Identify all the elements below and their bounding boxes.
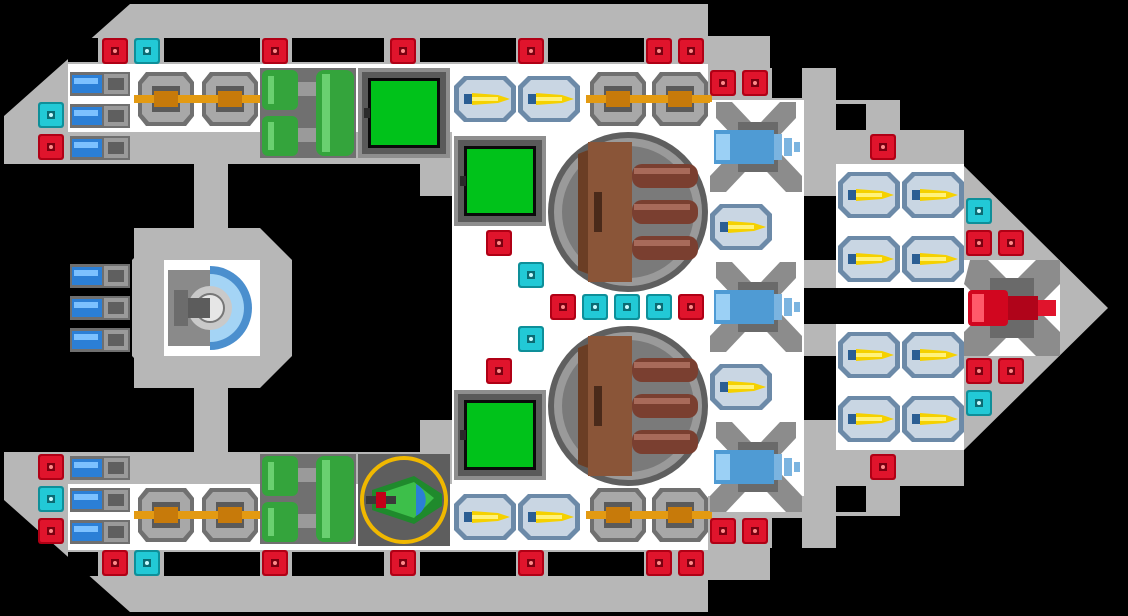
red-power-block-icon: [486, 358, 512, 384]
blue-coil-turret-icon: [710, 262, 802, 352]
torpedo-launcher-icon: [548, 132, 708, 292]
thruster-icon: [70, 296, 130, 320]
thruster-icon: [70, 72, 130, 96]
yellow-laser-turret-icon: [518, 494, 580, 540]
yellow-laser-turret-icon: [838, 236, 900, 282]
yellow-laser-turret-icon: [902, 396, 964, 442]
red-power-block-icon: [998, 230, 1024, 256]
thruster-icon: [70, 264, 130, 288]
thruster-icon: [70, 488, 130, 512]
thrusters: [70, 72, 130, 544]
orange-autocannon-icon: [198, 72, 262, 126]
yellow-laser-turret-icon: [902, 332, 964, 378]
red-power-block-icon: [966, 358, 992, 384]
cyan-power-block-icon: [966, 390, 992, 416]
red-power-block-icon: [102, 550, 128, 576]
red-power-block-icon: [102, 38, 128, 64]
red-power-block-icon: [742, 518, 768, 544]
red-power-block-icon: [262, 550, 288, 576]
yellow-laser-turret-icon: [454, 494, 516, 540]
red-power-block-icon: [678, 38, 704, 64]
thruster-icon: [70, 328, 130, 352]
fighter-bay-icon: [356, 452, 452, 548]
cyan-power-block-icon: [614, 294, 640, 320]
thruster-icon: [70, 104, 130, 128]
red-power-block-icon: [678, 294, 704, 320]
green-screen-panel-icon: [358, 68, 450, 158]
orange-autocannon-icon: [198, 488, 262, 542]
torpedo-launcher-icon: [548, 326, 708, 486]
cyan-power-block-icon: [518, 262, 544, 288]
yellow-laser-turret-icon: [710, 364, 772, 410]
orange-autocannon-icon: [586, 488, 650, 542]
cyan-power-block-icon: [134, 38, 160, 64]
red-power-block-icon: [262, 38, 288, 64]
thruster-icon: [70, 136, 130, 160]
thruster-icon: [70, 520, 130, 544]
cyan-power-block-icon: [134, 550, 160, 576]
command-module-icon: [163, 259, 261, 357]
yellow-laser-turret-icon: [902, 236, 964, 282]
red-power-block-icon: [38, 518, 64, 544]
cyan-power-block-icon: [38, 102, 64, 128]
yellow-laser-turret-icon: [838, 396, 900, 442]
red-power-block-icon: [518, 550, 544, 576]
cyan-power-block-icon: [646, 294, 672, 320]
green-reactor-tank-icon: [260, 68, 356, 158]
red-power-block-icon: [646, 550, 672, 576]
green-screen-panel-icon: [454, 136, 546, 226]
yellow-laser-turret-icon: [838, 332, 900, 378]
yellow-laser-turret-icon: [838, 172, 900, 218]
blue-coil-turret-icon: [710, 102, 802, 192]
yellow-laser-turret-icon: [454, 76, 516, 122]
red-power-block-icon: [38, 454, 64, 480]
orange-autocannon-icon: [134, 72, 198, 126]
red-power-block-icon: [390, 38, 416, 64]
thruster-icon: [70, 456, 130, 480]
red-power-block-icon: [518, 38, 544, 64]
hull-strut-upper: [196, 164, 228, 228]
orange-autocannon-icon: [648, 72, 712, 126]
red-power-block-icon: [38, 134, 64, 160]
cyan-power-block-icon: [38, 486, 64, 512]
red-power-block-icon: [870, 134, 896, 160]
yellow-laser-turret-icon: [710, 204, 772, 250]
red-power-block-icon: [486, 230, 512, 256]
red-power-block-icon: [390, 550, 416, 576]
red-core-turret-icon: [964, 260, 1060, 356]
cyan-power-block-icon: [582, 294, 608, 320]
orange-autocannon-icon: [586, 72, 650, 126]
orange-autocannon-icon: [134, 488, 198, 542]
orange-autocannon-icon: [648, 488, 712, 542]
cyan-power-block-icon: [966, 198, 992, 224]
red-power-block-icon: [710, 70, 736, 96]
cyan-power-block-icon: [518, 326, 544, 352]
yellow-laser-turret-icon: [518, 76, 580, 122]
red-power-block-icon: [966, 230, 992, 256]
red-power-block-icon: [710, 518, 736, 544]
red-power-block-icon: [646, 38, 672, 64]
green-screen-panel-icon: [454, 390, 546, 480]
hull-strut-lower: [196, 388, 228, 452]
yellow-laser-turret-icon: [902, 172, 964, 218]
blue-coil-turret-icon: [710, 422, 802, 512]
red-power-block-icon: [550, 294, 576, 320]
red-power-block-icon: [998, 358, 1024, 384]
green-reactor-tank-icon: [260, 454, 356, 544]
red-power-block-icon: [870, 454, 896, 480]
red-power-block-icon: [678, 550, 704, 576]
red-power-block-icon: [742, 70, 768, 96]
